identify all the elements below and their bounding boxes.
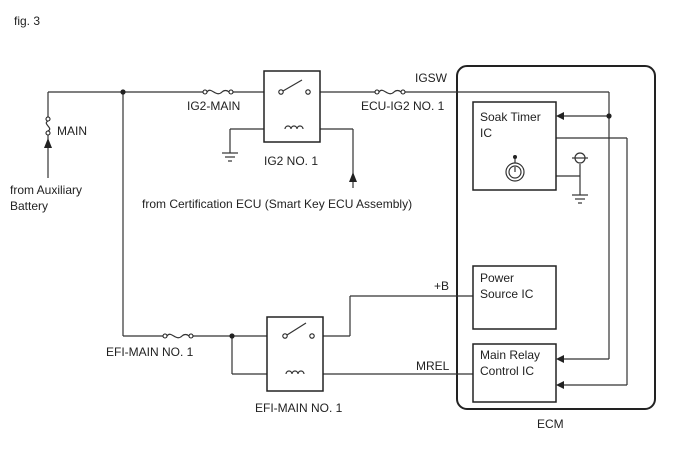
power-source-ic-box <box>472 265 557 330</box>
junction-dot <box>606 113 612 119</box>
junction-dot <box>229 333 235 339</box>
main-relay-label-line2: Control IC <box>480 364 534 378</box>
arrow-icon <box>556 381 564 389</box>
ecm-label: ECM <box>537 417 564 431</box>
junction-dot <box>120 89 126 95</box>
mrel-label: MREL <box>416 359 450 373</box>
figure-label: fig. 3 <box>14 14 40 28</box>
coil-icon <box>284 125 304 130</box>
soak-timer-label-line2: IC <box>480 126 492 140</box>
from-battery-label-line2: Battery <box>10 199 48 213</box>
fuse-icon <box>202 89 234 95</box>
from-battery-label-line1: from Auxiliary <box>10 183 82 197</box>
main-relay-label-line1: Main Relay <box>480 348 540 362</box>
plus-b-label: +B <box>434 279 449 293</box>
ig2-main-label: IG2-MAIN <box>187 99 240 113</box>
efi-main-fuse-label: EFI-MAIN NO. 1 <box>106 345 194 359</box>
battery-terminal-icon <box>572 152 588 164</box>
ig2-relay-box <box>263 70 321 143</box>
efi-main-relay-box <box>266 316 324 392</box>
fuse-icon <box>374 89 406 95</box>
ground-icon <box>572 194 588 204</box>
fuse-icon <box>162 333 194 339</box>
coil-icon <box>285 370 305 375</box>
stopwatch-icon <box>505 155 525 182</box>
arrow-icon <box>556 355 564 363</box>
arrow-icon <box>556 112 564 120</box>
soak-timer-label-line1: Soak Timer <box>480 110 541 124</box>
ig2-relay-label: IG2 NO. 1 <box>264 154 318 168</box>
switch-icon <box>282 322 315 339</box>
battery-terminal-icon <box>44 138 52 178</box>
fuse-icon <box>45 116 51 136</box>
switch-icon <box>278 79 311 95</box>
main-fuse-label: MAIN <box>57 124 87 138</box>
input-arrow-icon <box>349 172 357 188</box>
power-source-label-line1: Power <box>480 271 514 285</box>
igsw-label: IGSW <box>415 71 448 85</box>
efi-main-relay-label: EFI-MAIN NO. 1 <box>255 401 343 415</box>
power-source-label-line2: Source IC <box>480 287 534 301</box>
soak-timer-ic-box <box>472 101 557 191</box>
main-relay-ic-box <box>472 343 557 403</box>
ground-icon <box>222 152 238 162</box>
from-certification-ecu-label: from Certification ECU (Smart Key ECU As… <box>142 197 412 211</box>
ecu-ig2-label: ECU-IG2 NO. 1 <box>361 99 445 113</box>
